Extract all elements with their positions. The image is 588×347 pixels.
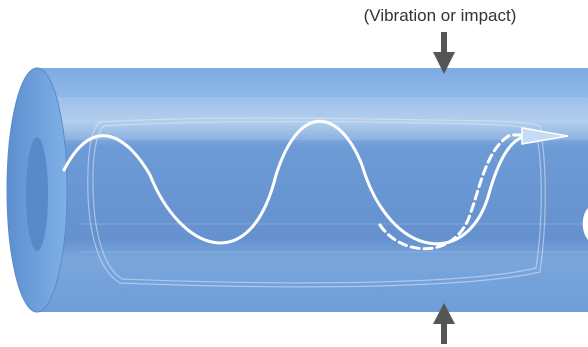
fiber-end-face: [6, 67, 68, 313]
light-wave-path: [62, 119, 547, 246]
fiber-core-outline: [87, 117, 546, 288]
arrow-up-icon: [433, 303, 455, 344]
fiber-tube: [40, 68, 588, 312]
arrow-right-icon: [521, 127, 569, 145]
deflected-wave-path: [378, 133, 527, 251]
arrow-down-icon: [433, 32, 455, 74]
force-annotation-label: (Vibration or impact): [363, 6, 517, 25]
fiber-cut-edge: [582, 208, 588, 240]
